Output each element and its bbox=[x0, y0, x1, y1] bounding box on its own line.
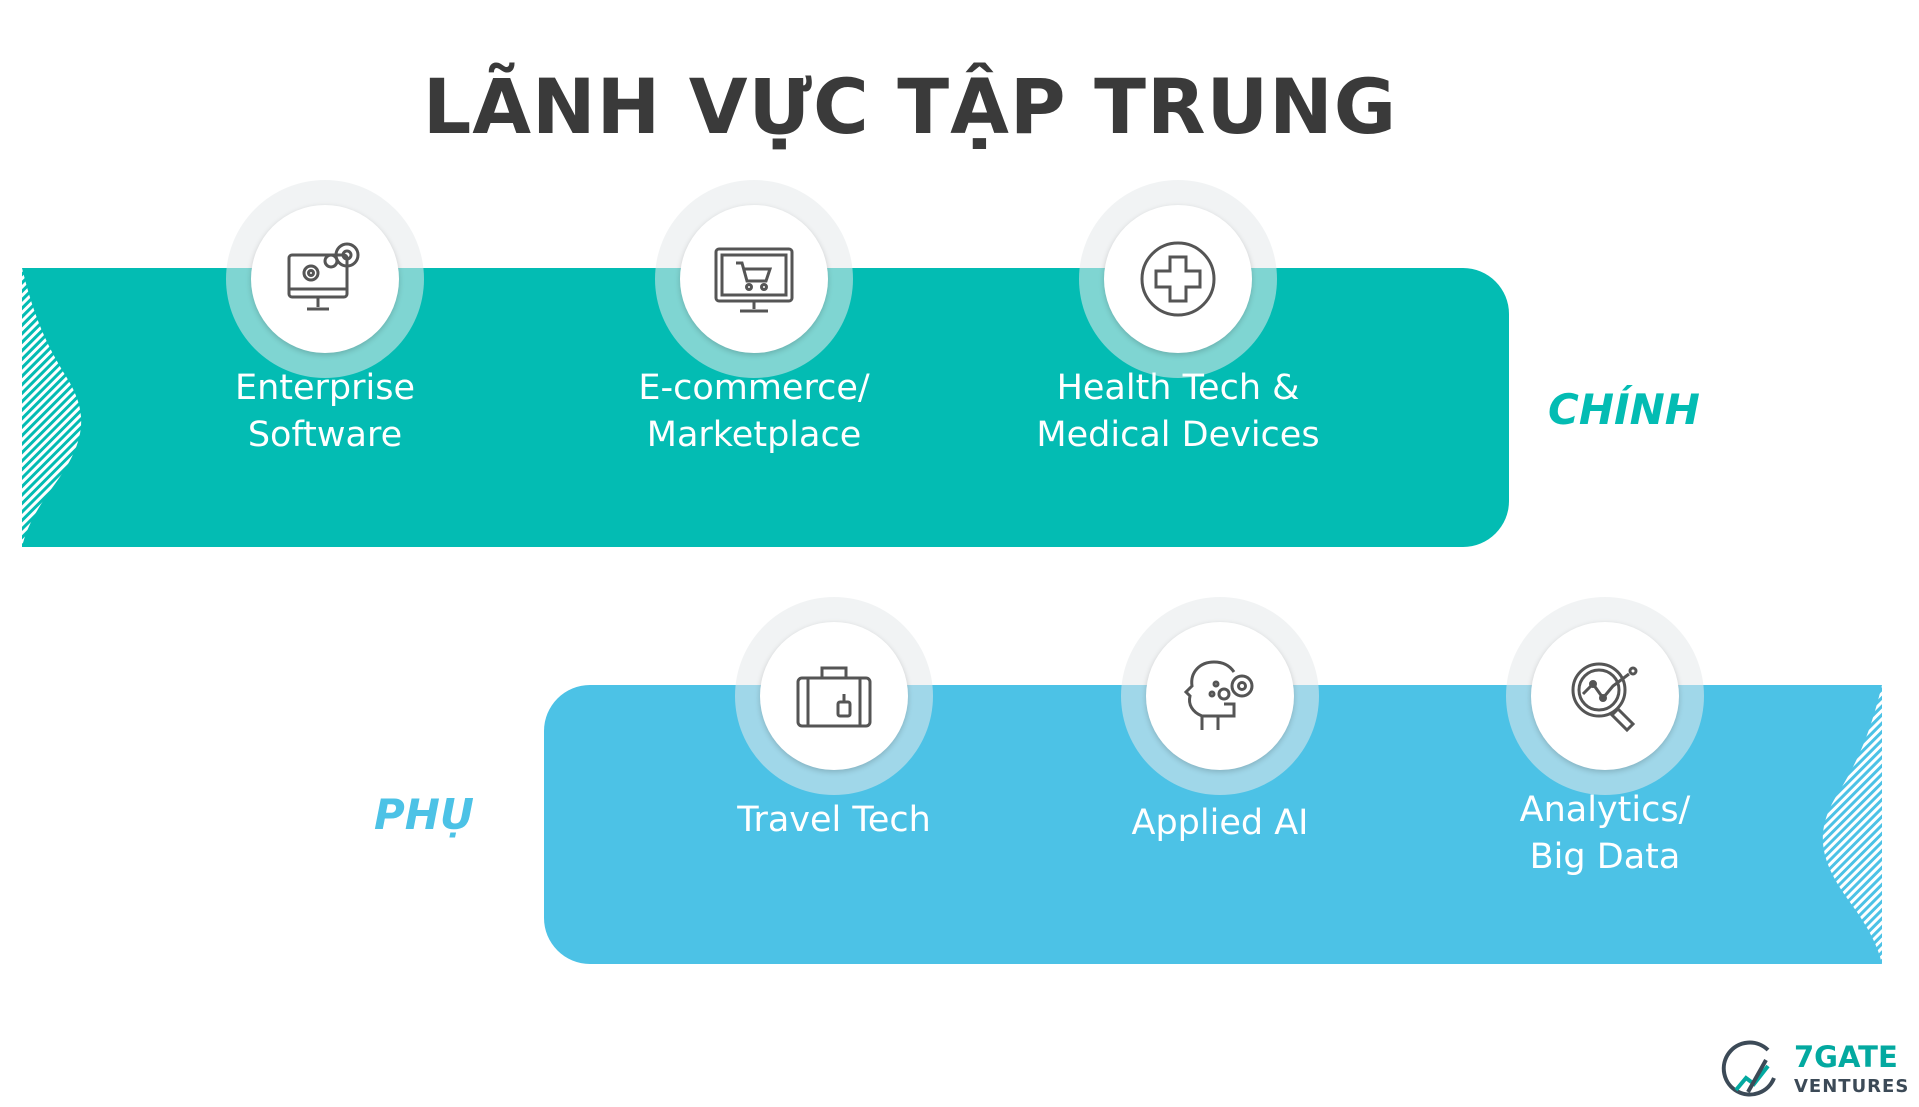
icon-circle bbox=[1531, 622, 1679, 770]
icon-circle bbox=[1146, 622, 1294, 770]
item-label: Travel Tech bbox=[737, 800, 931, 840]
item-label: Analytics/ Big Data bbox=[1519, 790, 1691, 877]
item-label: Applied AI bbox=[1131, 803, 1309, 843]
suitcase-icon bbox=[796, 666, 872, 728]
item-label: Health Tech & Medical Devices bbox=[1036, 368, 1320, 455]
primary-band-hatch bbox=[22, 268, 82, 547]
7gate-logo-mark-icon bbox=[1721, 1040, 1776, 1097]
logo-name: 7GATE bbox=[1794, 1040, 1898, 1074]
computer-gears-icon bbox=[287, 242, 360, 311]
icon-circle bbox=[251, 205, 399, 353]
logo-subtitle: VENTURES bbox=[1794, 1076, 1910, 1097]
monitor-cart-icon bbox=[714, 247, 794, 313]
page-title: LÃNH VỰC TẬP TRUNG bbox=[422, 62, 1398, 151]
ai-head-icon bbox=[1183, 660, 1254, 730]
secondary-band-hatch bbox=[1822, 685, 1882, 964]
item-label: Enterprise Software bbox=[234, 368, 416, 455]
icon-circle bbox=[1104, 205, 1252, 353]
primary-section-label: CHÍNH bbox=[1548, 385, 1700, 434]
magnifier-chart-icon bbox=[1571, 662, 1638, 733]
icon-circle bbox=[680, 205, 828, 353]
item-label: E-commerce/ Marketplace bbox=[638, 368, 870, 455]
secondary-section-label: PHỤ bbox=[374, 790, 475, 839]
icon-circle bbox=[760, 622, 908, 770]
medical-cross-icon bbox=[1140, 241, 1216, 317]
